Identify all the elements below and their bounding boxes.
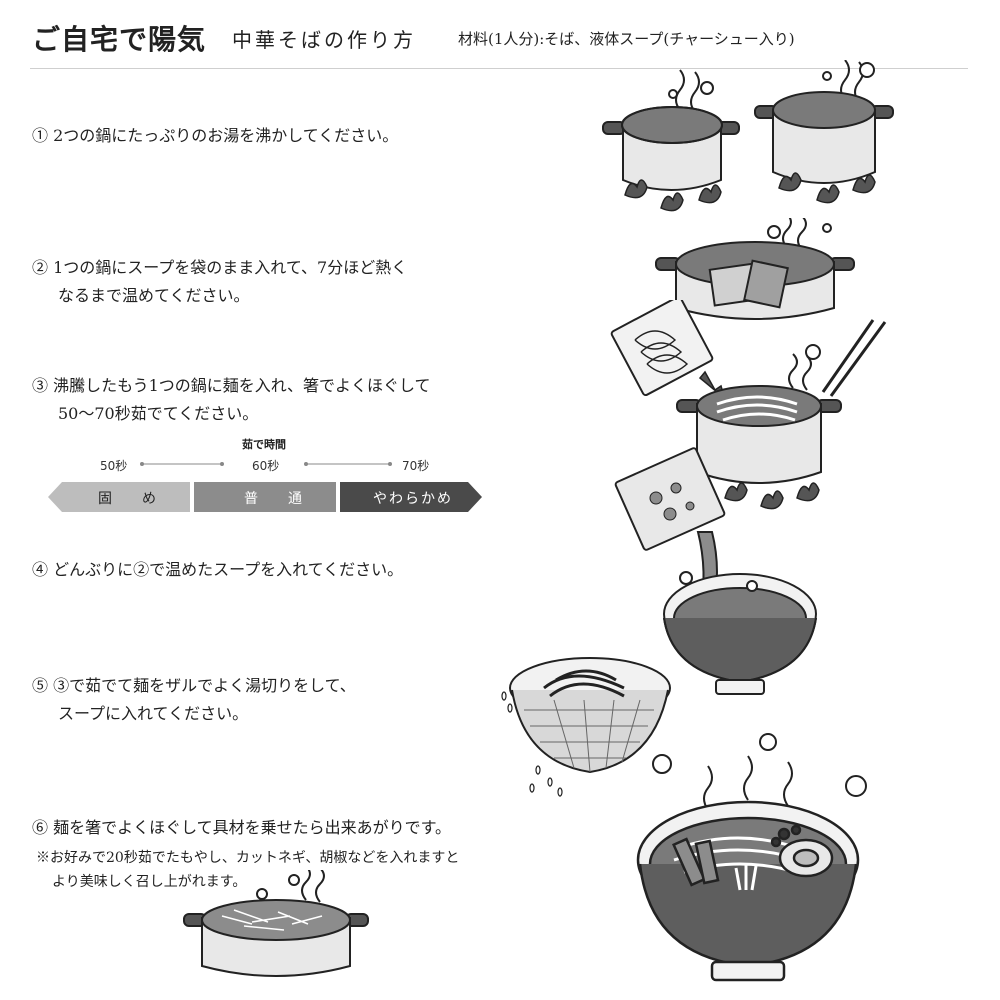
firmness-soft-label: やわらかめ: [373, 491, 453, 507]
boil-time-title: 茹で時間: [242, 438, 286, 451]
step-2-text: ② 1つの鍋にスープを袋のまま入れて、7分ほど熱く: [32, 258, 408, 277]
firmness-scale: 固 め 普 通 やわらかめ: [48, 482, 482, 512]
boiling-noodles-illustration: [610, 300, 887, 510]
firmness-normal-label: 普 通: [244, 491, 310, 507]
page-subtitle: 中華そばの作り方: [232, 28, 416, 52]
step-5-text: ⑤ ③で茹でて麺をザルでよく湯切りをして、: [32, 676, 356, 695]
step-3: ③ 沸騰したもう1つの鍋に麺を入れ、箸でよくほぐして 50〜70秒茹でてください…: [32, 372, 430, 428]
page-title: ご自宅で陽気: [32, 23, 207, 56]
ramen-bowl-illustration: [636, 733, 867, 982]
time-label-60: 60秒: [252, 459, 280, 473]
step-6: ⑥ 麺を箸でよくほぐして具材を乗せたら出来あがりです。: [32, 814, 451, 842]
step-5: ⑤ ③で茹でて麺をザルでよく湯切りをして、 スープに入れてください。: [32, 672, 356, 728]
step-6-text: ⑥ 麺を箸でよくほぐして具材を乗せたら出来あがりです。: [32, 818, 452, 837]
step-3-text-cont: 50〜70秒茹でてください。: [58, 404, 259, 423]
note: ※お好みで20秒茹でたもやし、カットネギ、胡椒などを入れますと より美味しく召し…: [36, 846, 459, 894]
pot-bean-sprouts-illustration: [183, 870, 369, 977]
step-1: ① 2つの鍋にたっぷりのお湯を沸かしてください。: [32, 122, 398, 150]
time-scale-lines: [140, 462, 392, 466]
materials-text: 材料(1人分):そば、液体スープ(チャーシュー入り): [458, 30, 795, 48]
step-3-text: ③ 沸騰したもう1つの鍋に麺を入れ、箸でよくほぐして: [32, 376, 431, 395]
firmness-firm-segment: [48, 482, 190, 512]
note-text-cont: より美味しく召し上がれます。: [52, 874, 247, 890]
step-4-text: ④ どんぶりに②で温めたスープを入れてください。: [32, 560, 404, 579]
pot-soup-packet-illustration: [655, 218, 855, 320]
pour-soup-illustration: [614, 447, 817, 695]
firmness-soft-segment: [340, 482, 482, 512]
step-5-text-cont: スープに入れてください。: [58, 704, 249, 723]
time-label-50: 50秒: [100, 459, 128, 473]
header-divider: [30, 68, 968, 69]
step-4: ④ どんぶりに②で温めたスープを入れてください。: [32, 556, 403, 584]
time-label-70: 70秒: [402, 459, 430, 473]
colander-illustration: [501, 657, 671, 797]
step-2-text-cont: なるまで温めてください。: [58, 286, 250, 305]
step-2: ② 1つの鍋にスープを袋のまま入れて、7分ほど熱く なるまで温めてください。: [32, 254, 407, 310]
firmness-firm-label: 固 め: [98, 491, 164, 507]
firmness-normal-segment: [194, 482, 336, 512]
two-pots-illustration: [602, 60, 894, 212]
step-1-text: ① 2つの鍋にたっぷりのお湯を沸かしてください。: [32, 126, 399, 145]
note-text: ※お好みで20秒茹でたもやし、カットネギ、胡椒などを入れますと: [36, 850, 460, 866]
